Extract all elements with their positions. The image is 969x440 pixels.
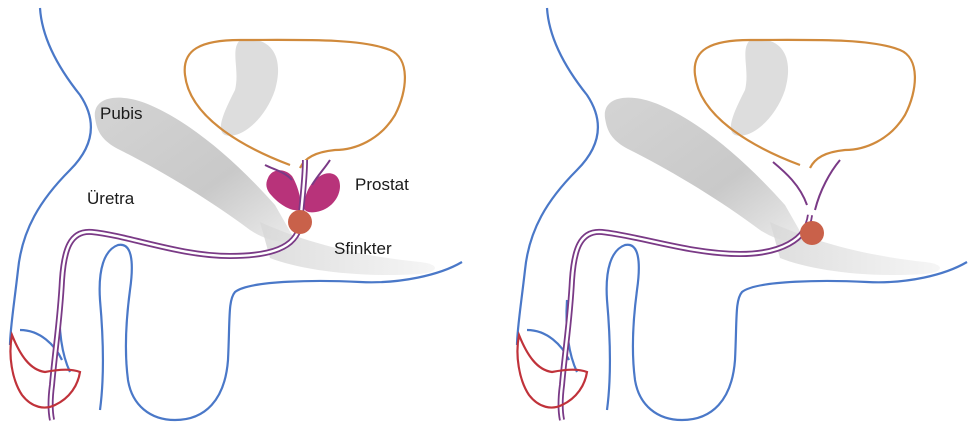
body-outline	[10, 8, 91, 345]
pubis-label: Pubis	[100, 105, 143, 122]
pubic-bone	[605, 98, 805, 242]
prostate-right-lobe	[304, 173, 340, 212]
sphincter-label: Sfinkter	[334, 240, 392, 257]
urethra-label: Üretra	[87, 190, 134, 207]
anatomy-panel-after-prostatectomy	[485, 0, 969, 440]
anatomy-panel-with-prostate: Pubis Üretra Prostat Sfinkter	[0, 0, 484, 440]
bladder-bone-shadow	[731, 39, 788, 136]
bladder-neck-reconnected	[773, 160, 840, 210]
sphincter	[800, 221, 824, 245]
body-outline	[517, 8, 598, 345]
bladder-bone-shadow	[221, 39, 278, 136]
bladder	[185, 40, 405, 168]
bladder	[695, 40, 915, 168]
sphincter	[288, 210, 312, 234]
anatomy-diagram-right	[485, 0, 969, 440]
urethra	[561, 215, 811, 420]
prostate-label: Prostat	[355, 176, 409, 193]
anatomy-diagram-left	[0, 0, 484, 440]
